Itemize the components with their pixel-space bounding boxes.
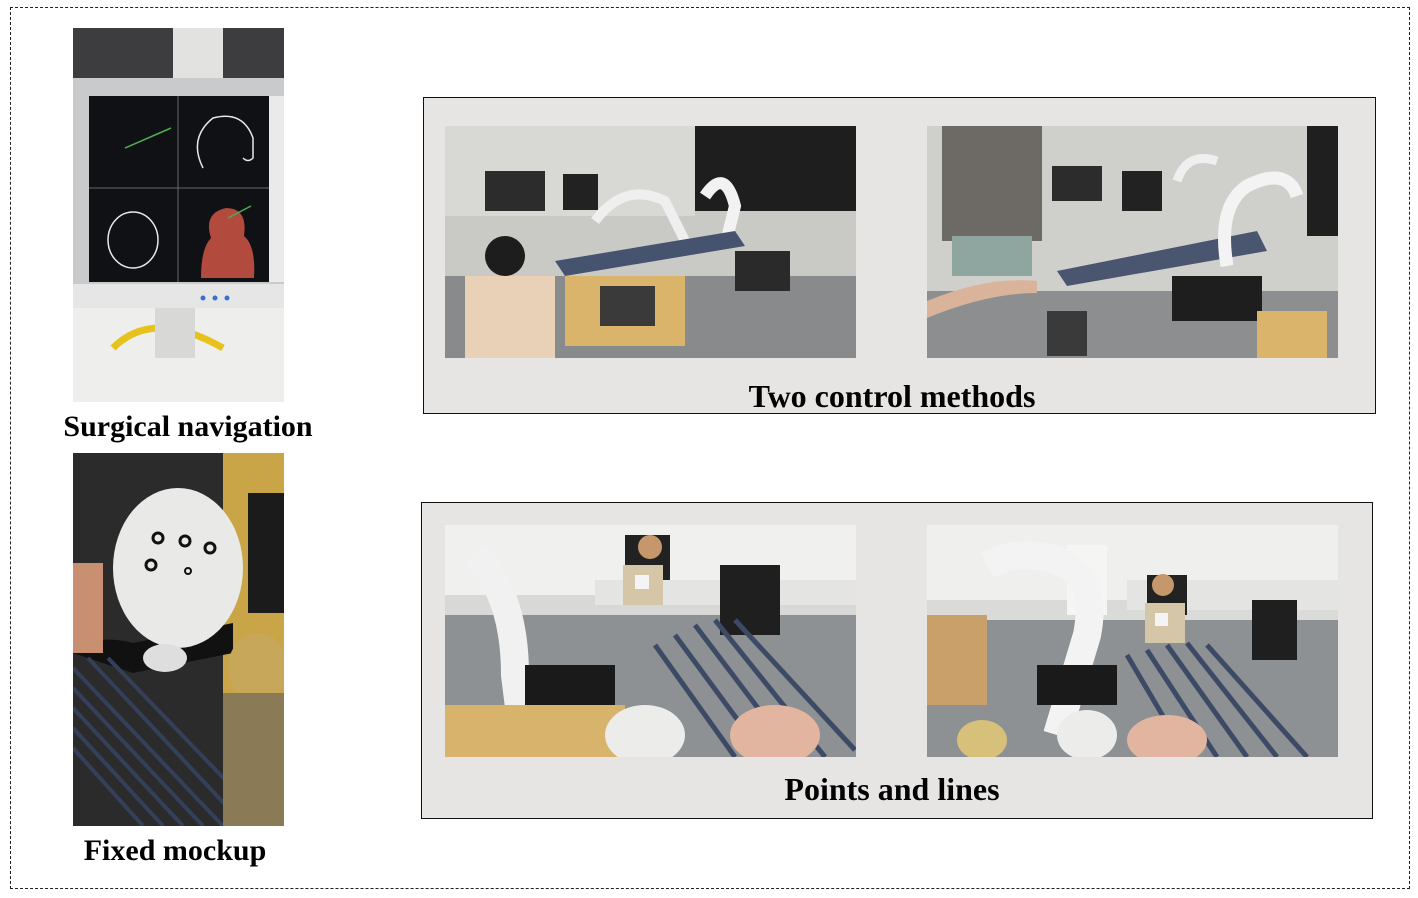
figure-frame (10, 7, 1410, 889)
points-and-lines-panel: Points and lines (421, 502, 1373, 819)
mockup-head-photo (73, 453, 284, 826)
fixed-mockup-caption: Fixed mockup (83, 834, 267, 867)
two-control-methods-caption: Two control methods (748, 378, 1036, 414)
control-gesture-photo (927, 126, 1338, 358)
points-lines-photo-2 (927, 525, 1338, 757)
control-tablet-photo (445, 126, 856, 358)
surgical-navigation-caption: Surgical navigation (63, 410, 313, 443)
points-lines-photo-1 (445, 525, 856, 757)
two-control-methods-panel: Two control methods (423, 97, 1376, 414)
navigation-monitor-photo (73, 28, 284, 402)
points-and-lines-caption: Points and lines (784, 771, 1000, 807)
